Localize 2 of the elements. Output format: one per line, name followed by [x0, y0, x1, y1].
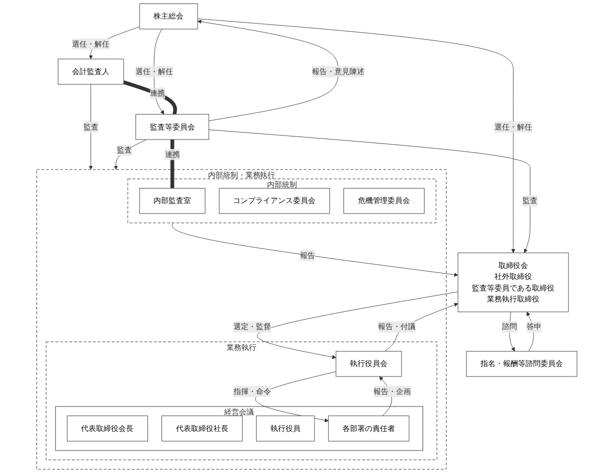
connector: [122, 80, 177, 115]
connector: [170, 140, 174, 189]
